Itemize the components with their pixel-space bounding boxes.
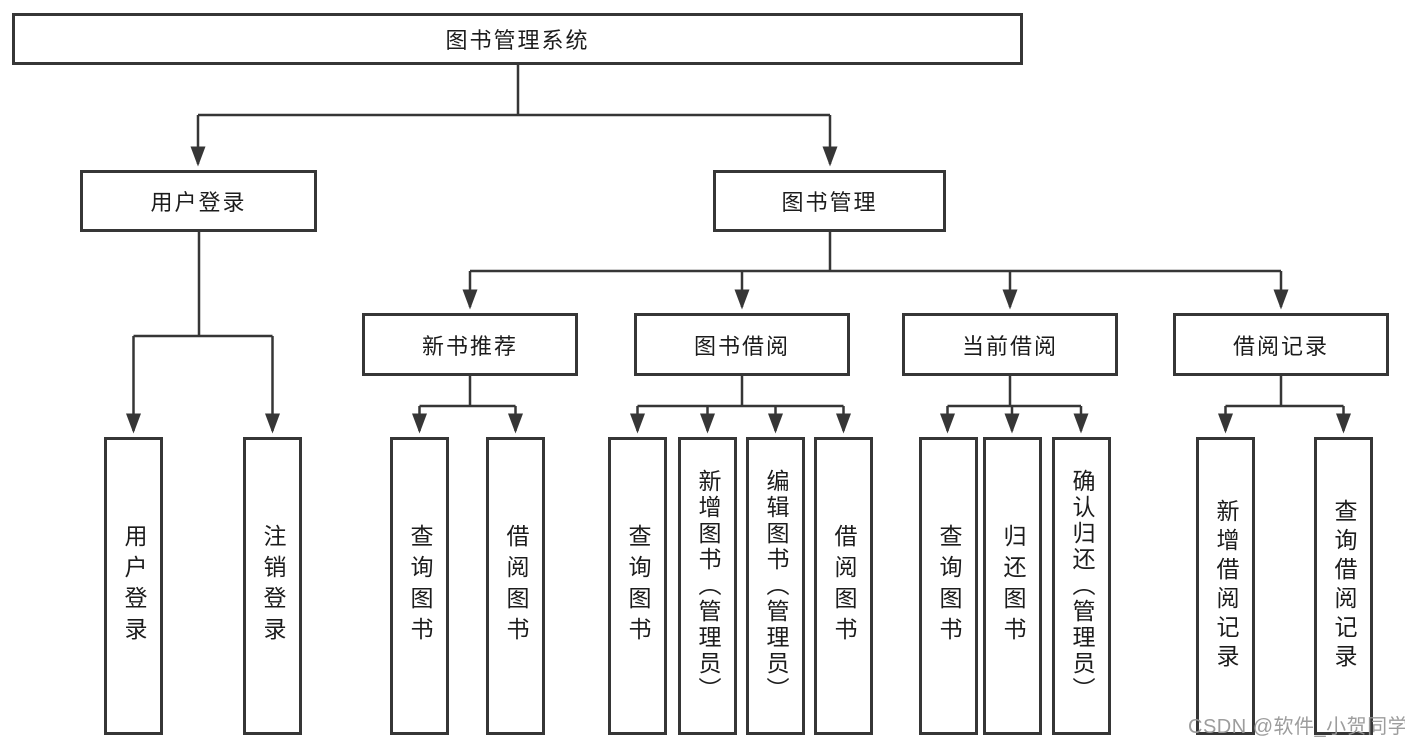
node-label: 新增图书（管理员）	[695, 469, 721, 703]
node-label: 图书管理系统	[445, 28, 590, 53]
node-label: 查询借阅记录	[1331, 499, 1357, 673]
leaf-borrow-books-recommend: 借阅图书	[486, 437, 545, 735]
node-label: 图书管理	[781, 190, 878, 215]
node-user-login: 用户登录	[80, 170, 317, 232]
node-label: 编辑图书（管理员）	[763, 469, 789, 703]
leaf-query-books-current: 查询图书	[919, 437, 978, 735]
leaf-borrow-books: 借阅图书	[814, 437, 873, 735]
leaf-query-books-recommend: 查询图书	[390, 437, 449, 735]
node-book-management: 图书管理	[713, 170, 946, 232]
leaf-add-book-admin: 新增图书（管理员）	[678, 437, 737, 735]
connector-trunks	[133, 65, 1344, 408]
node-new-book-recommend: 新书推荐	[362, 313, 578, 376]
leaf-edit-book-admin: 编辑图书（管理员）	[746, 437, 805, 735]
node-label: 用户登录	[150, 190, 247, 215]
leaf-return-books: 归还图书	[983, 437, 1042, 735]
leaf-confirm-return-admin: 确认归还（管理员）	[1052, 437, 1111, 735]
leaf-user-login: 用户登录	[104, 437, 163, 735]
node-label: 新书推荐	[421, 333, 518, 359]
node-label: 查询图书	[407, 524, 433, 648]
node-label: 查询图书	[936, 524, 962, 648]
node-label: 图书借阅	[693, 333, 790, 359]
node-label: 借阅图书	[831, 524, 857, 648]
node-label: 注销登录	[260, 524, 286, 648]
node-library-system: 图书管理系统	[12, 13, 1023, 65]
node-label: 借阅记录	[1232, 333, 1329, 359]
node-label: 确认归还（管理员）	[1069, 469, 1095, 703]
node-label: 归还图书	[1000, 524, 1026, 648]
leaf-query-books-borrowing: 查询图书	[608, 437, 667, 735]
node-book-borrowing: 图书借阅	[634, 313, 850, 376]
watermark: CSDN @软件_小贺同学	[1188, 716, 1405, 738]
node-label: 当前借阅	[961, 333, 1058, 359]
leaf-add-borrow-record: 新增借阅记录	[1196, 437, 1255, 735]
node-label: 查询图书	[625, 524, 651, 648]
node-label: 借阅图书	[503, 524, 529, 648]
node-label: 新增借阅记录	[1213, 499, 1239, 673]
leaf-query-borrow-record: 查询借阅记录	[1314, 437, 1373, 735]
leaf-logout: 注销登录	[243, 437, 302, 735]
node-borrowing-records: 借阅记录	[1173, 313, 1389, 376]
node-label: 用户登录	[121, 524, 147, 648]
node-current-borrowing: 当前借阅	[902, 313, 1118, 376]
